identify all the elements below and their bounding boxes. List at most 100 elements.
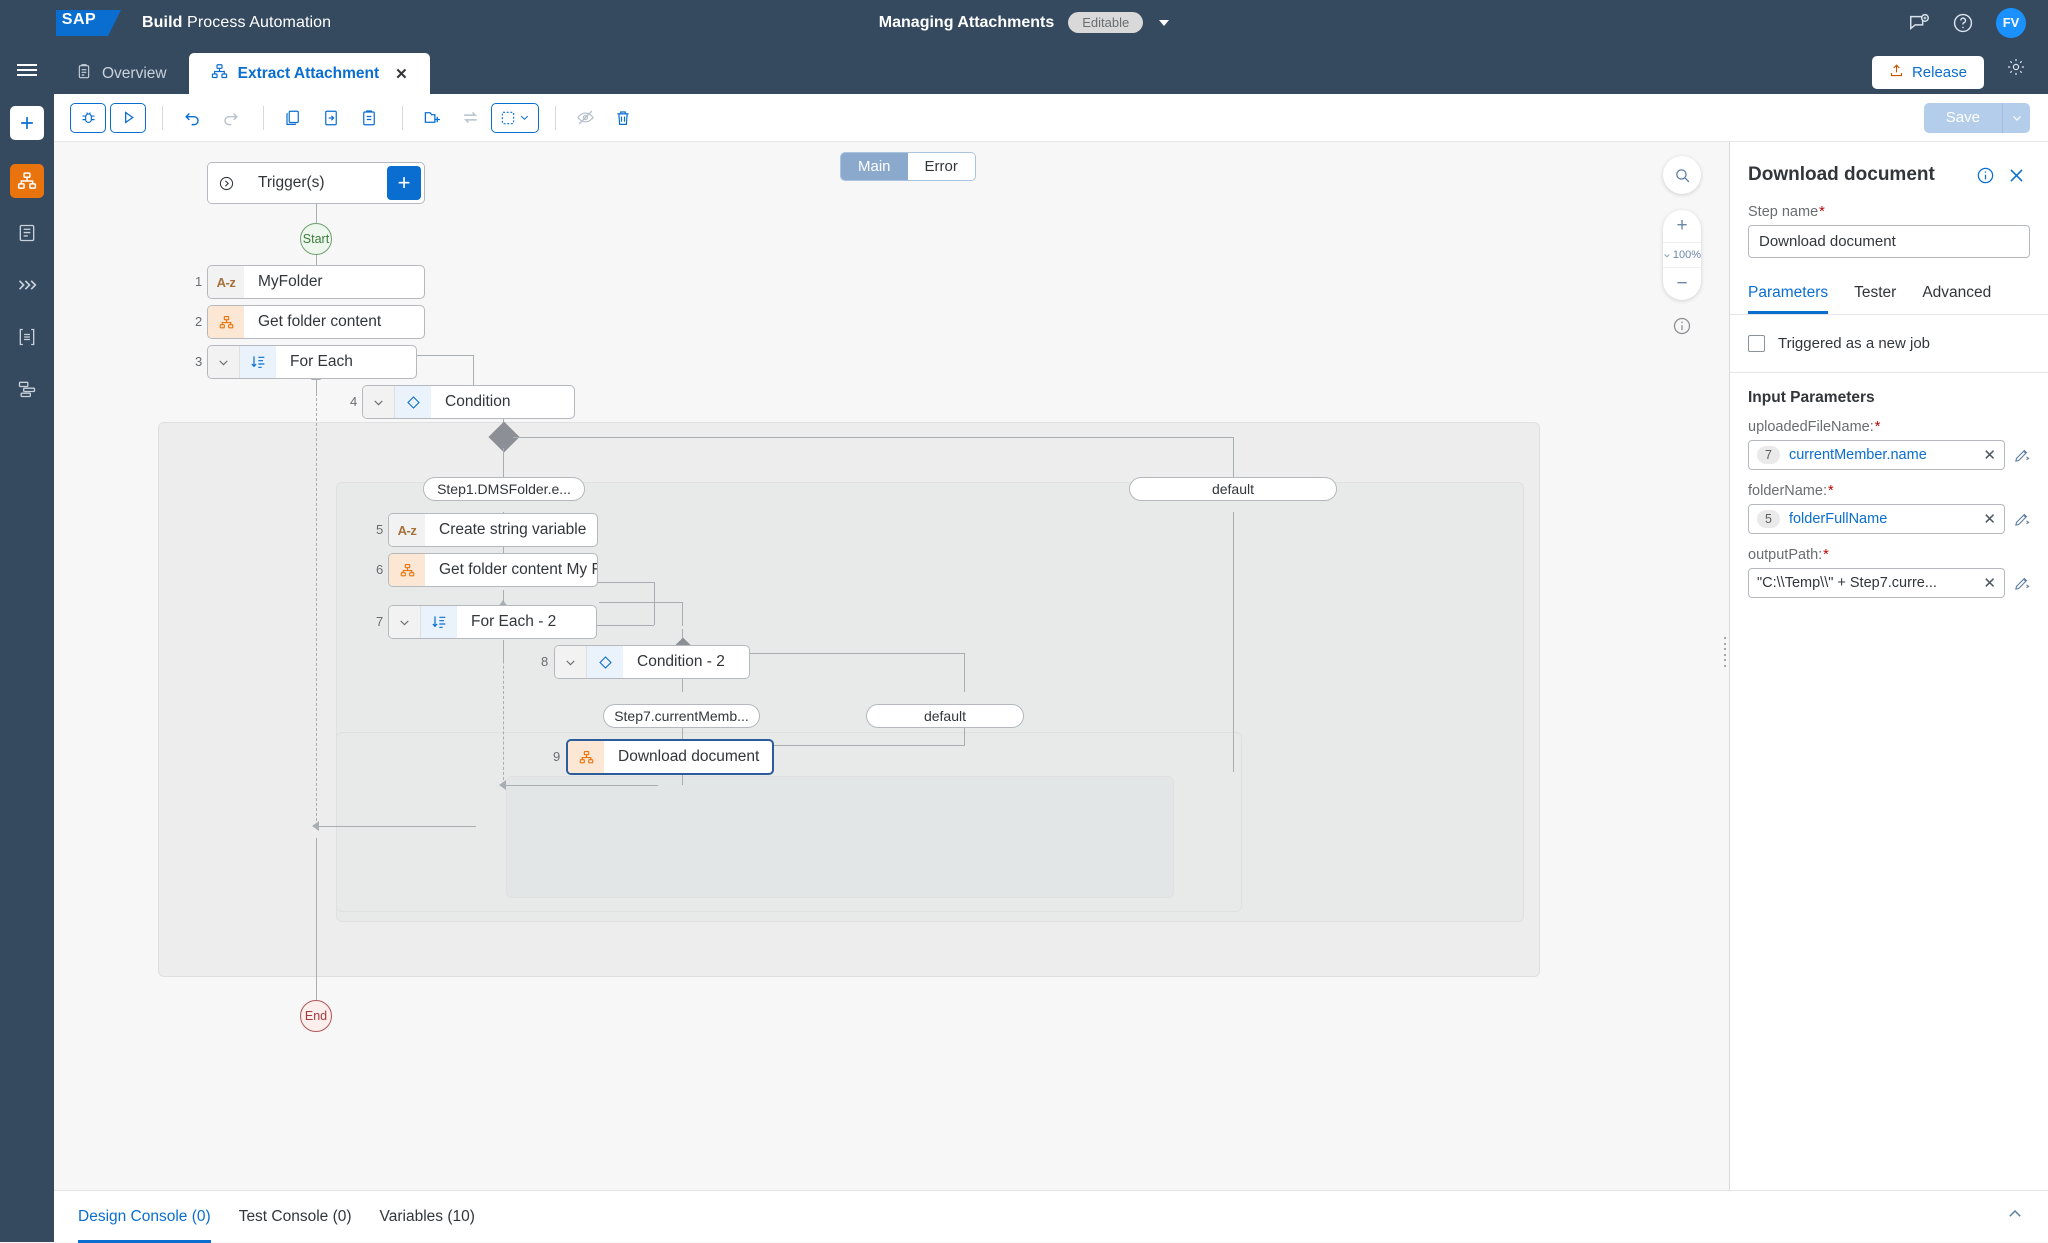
parameter-value-field[interactable]: "C:\\Temp\\" + Step7.curre... ✕ — [1748, 568, 2005, 598]
paste-button[interactable] — [352, 103, 386, 133]
step-node-label: Condition - 2 — [623, 646, 739, 678]
step-node-for-each-2[interactable]: For Each - 2 — [388, 605, 597, 639]
cut-button[interactable] — [314, 103, 348, 133]
triggered-as-new-job-checkbox[interactable] — [1748, 335, 1765, 352]
release-button[interactable]: Release — [1872, 56, 1984, 89]
avatar[interactable]: FV — [1996, 8, 2026, 38]
hide-button[interactable] — [568, 103, 602, 133]
debug-button[interactable] — [70, 103, 106, 133]
delete-button[interactable] — [606, 103, 640, 133]
triggers-label: Trigger(s) — [244, 163, 384, 203]
menu-toggle-icon[interactable] — [0, 45, 54, 94]
pencil-icon[interactable] — [2013, 447, 2030, 464]
step-node-condition[interactable]: Condition — [362, 385, 575, 419]
close-icon[interactable] — [2007, 166, 2026, 185]
tab-extract-attachment[interactable]: Extract Attachment ✕ — [189, 53, 430, 94]
step-node-myfolder[interactable]: A-z MyFolder — [207, 265, 425, 299]
chevron-up-icon[interactable] — [2006, 1205, 2024, 1228]
add-group-button[interactable] — [415, 103, 449, 133]
pencil-icon[interactable] — [2013, 511, 2030, 528]
gear-icon[interactable] — [2006, 57, 2026, 82]
tab-tester[interactable]: Tester — [1854, 284, 1896, 314]
branch-label-condition-1-true[interactable]: Step1.DMSFolder.e... — [423, 477, 585, 501]
step-node-condition-2[interactable]: Condition - 2 — [554, 645, 750, 679]
sidebar-item-decisions[interactable] — [10, 320, 44, 354]
save-button[interactable]: Save — [1924, 103, 2002, 133]
branch-label-condition-2-true[interactable]: Step7.currentMemb... — [603, 704, 760, 728]
zoom-level[interactable]: 100% — [1663, 242, 1701, 268]
tab-variables[interactable]: Variables (10) — [380, 1191, 475, 1243]
redo-button[interactable] — [213, 103, 247, 133]
document-title: Managing Attachments — [879, 14, 1054, 32]
az-icon: A-z — [208, 266, 244, 298]
trigger-icon — [208, 163, 244, 203]
step-node-create-string-variable[interactable]: A-z Create string variable — [388, 513, 598, 547]
tab-advanced[interactable]: Advanced — [1922, 284, 1991, 314]
panel-resize-handle[interactable] — [1724, 637, 1727, 667]
pencil-icon[interactable] — [2013, 575, 2030, 592]
tab-overview-label: Overview — [102, 65, 167, 83]
tab-parameters[interactable]: Parameters — [1748, 284, 1828, 314]
feedback-icon[interactable] — [1908, 12, 1930, 34]
tab-overview[interactable]: Overview — [54, 53, 189, 94]
chevron-down-icon[interactable] — [1159, 20, 1169, 26]
undo-button[interactable] — [175, 103, 209, 133]
sidebar-item-process[interactable] — [10, 164, 44, 198]
selection-mode-button[interactable] — [491, 103, 539, 133]
parameter-value-field[interactable]: 7 currentMember.name ✕ — [1748, 440, 2005, 470]
zoom-out-button[interactable]: − — [1663, 268, 1701, 300]
parameter-uploadedfilename: uploadedFileName:* 7 currentMember.name … — [1730, 419, 2048, 483]
run-button[interactable] — [110, 103, 146, 133]
chevron-down-icon[interactable] — [555, 646, 587, 678]
copy-button[interactable] — [276, 103, 310, 133]
search-icon[interactable] — [1663, 156, 1701, 194]
process-canvas[interactable]: + 100% − — [54, 142, 1729, 1190]
save-dropdown-button[interactable] — [2002, 103, 2030, 133]
sidebar-item-automations[interactable] — [10, 268, 44, 302]
info-icon[interactable] — [1976, 166, 1995, 185]
clear-icon[interactable]: ✕ — [1983, 574, 1996, 592]
triggered-as-new-job-row[interactable]: Triggered as a new job — [1730, 315, 2048, 372]
step-node-download-document[interactable]: Download document — [566, 739, 774, 775]
clipboard-icon — [76, 63, 92, 84]
add-trigger-button[interactable]: + — [387, 166, 421, 200]
zoom-in-button[interactable]: + — [1663, 210, 1701, 242]
connector — [964, 653, 965, 692]
step-number: 5 — [376, 522, 383, 537]
swap-button[interactable] — [453, 103, 487, 133]
help-icon[interactable] — [1952, 12, 1974, 34]
branch-label-condition-2-default[interactable]: default — [866, 704, 1024, 728]
status-badge[interactable]: Editable — [1068, 12, 1143, 33]
required-marker: * — [1828, 483, 1834, 499]
parameter-value-field[interactable]: 5 folderFullName ✕ — [1748, 504, 2005, 534]
end-node[interactable]: End — [300, 1000, 332, 1032]
branch-label-condition-1-default[interactable]: default — [1129, 477, 1337, 501]
step-name-input[interactable] — [1748, 225, 2030, 258]
tab-design-console[interactable]: Design Console (0) — [78, 1191, 211, 1243]
connector — [316, 826, 476, 827]
parameter-value: currentMember.name — [1789, 447, 1974, 463]
chevron-down-icon[interactable] — [389, 606, 421, 638]
info-icon[interactable] — [1672, 316, 1692, 341]
chevron-down-icon[interactable] — [208, 346, 240, 378]
clear-icon[interactable]: ✕ — [1983, 446, 1996, 464]
shell-right-actions: FV — [1908, 0, 2026, 45]
close-icon[interactable]: ✕ — [395, 65, 408, 83]
parameter-label: outputPath:* — [1748, 547, 2030, 563]
chevron-down-icon[interactable] — [363, 386, 395, 418]
triggers-box[interactable]: Trigger(s) + — [207, 162, 425, 204]
properties-panel: Download document Step name* Parameters … — [1729, 142, 2048, 1190]
sidebar-item-data-types[interactable] — [10, 372, 44, 406]
add-button[interactable] — [10, 106, 44, 140]
step-node-for-each[interactable]: For Each — [207, 345, 417, 379]
view-switch-main[interactable]: Main — [841, 153, 908, 180]
step-node-get-folder-content[interactable]: Get folder content — [207, 305, 425, 339]
sidebar-item-forms[interactable] — [10, 216, 44, 250]
start-node[interactable]: Start — [300, 223, 332, 255]
process-icon — [389, 554, 425, 586]
clear-icon[interactable]: ✕ — [1983, 510, 1996, 528]
tab-test-console[interactable]: Test Console (0) — [239, 1191, 352, 1243]
view-switch-error[interactable]: Error — [908, 153, 975, 180]
panel-title: Download document — [1748, 164, 1964, 186]
step-node-get-folder-content-my-folder[interactable]: Get folder content My Folder — [388, 553, 598, 587]
